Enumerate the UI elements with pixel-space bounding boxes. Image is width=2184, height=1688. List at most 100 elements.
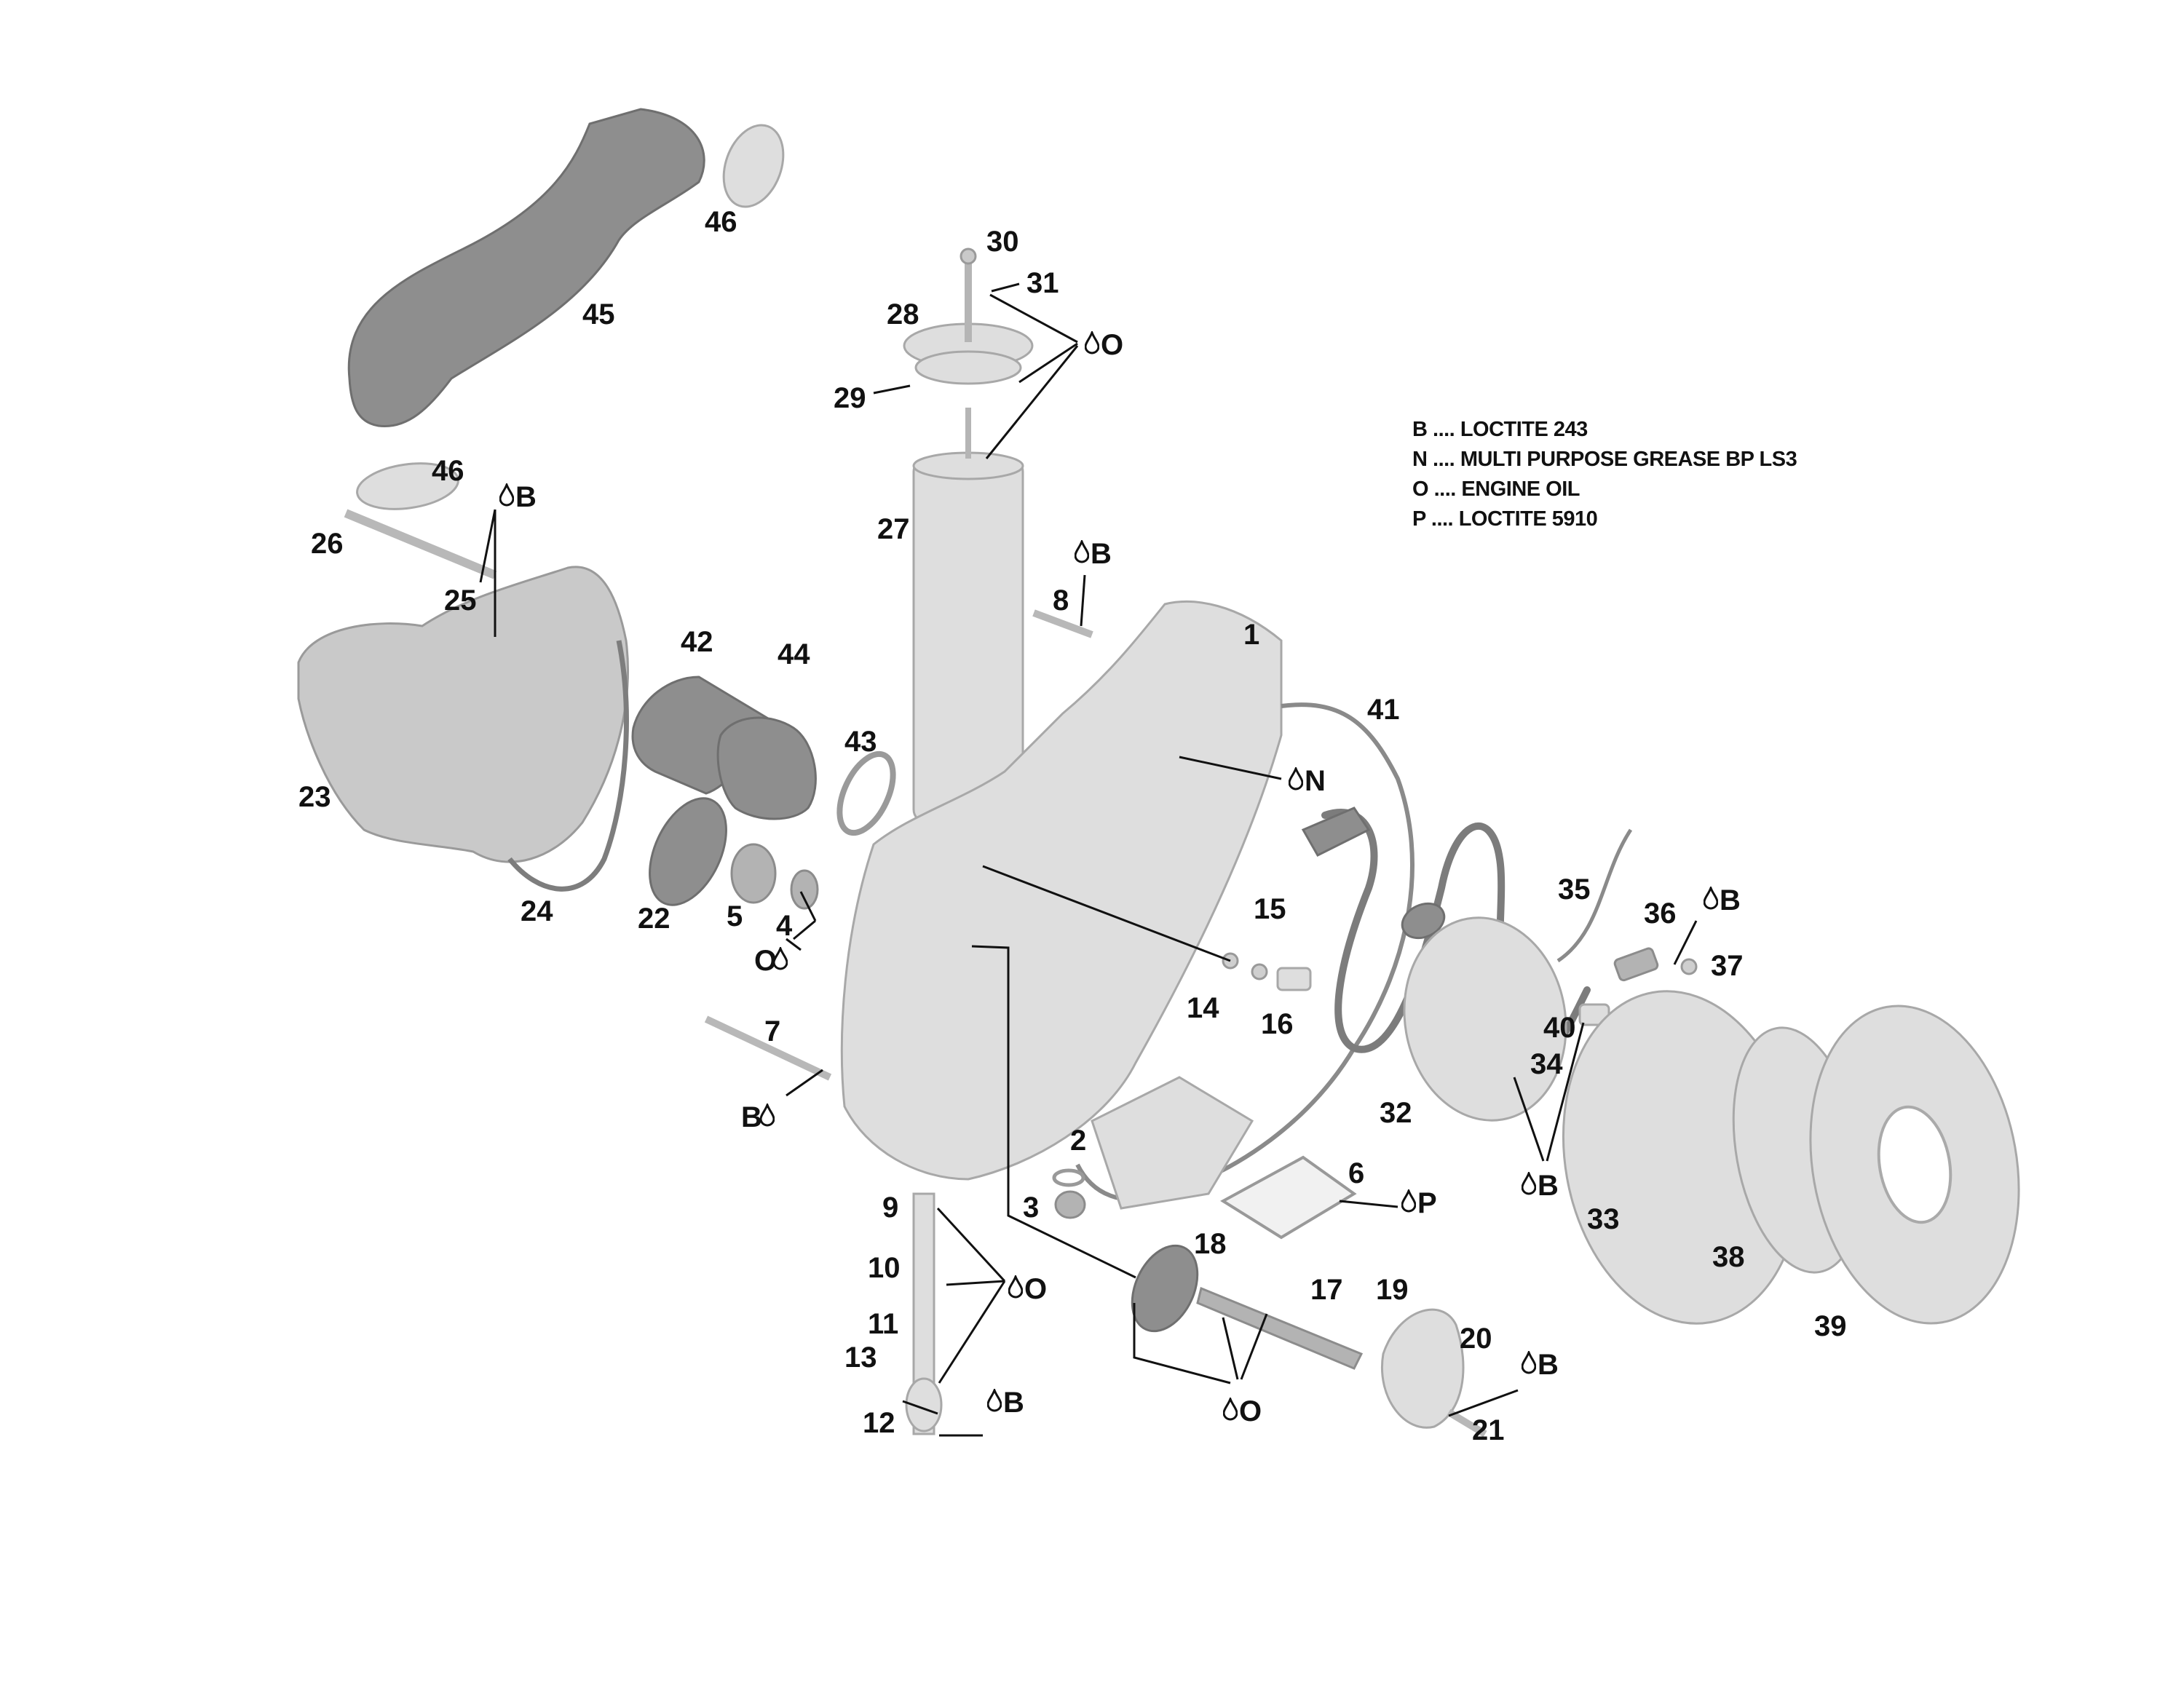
gasket-6-part [1220,1155,1357,1240]
tag-b-25: B [515,481,537,513]
legend-separator: .... [1433,418,1455,441]
callout-25: 25 [444,585,477,617]
callout-39: 39 [1814,1310,1847,1342]
legend-row-b: B .... LOCTITE 243 [1412,415,1797,445]
drop-icon [1289,767,1303,790]
callout-15: 15 [1254,893,1286,925]
intake-hose-part [347,108,705,428]
legend-row-n: N .... MULTI PURPOSE GREASE BP LS3 [1412,445,1797,475]
drop-icon [1522,1351,1536,1374]
gasket-24-part [507,640,629,892]
callout-8: 8 [1053,585,1069,617]
callout-18: 18 [1194,1228,1227,1260]
callout-1: 1 [1243,619,1259,651]
tag-o-10: O [1024,1273,1047,1305]
bolt-26-part [344,509,497,579]
callout-20: 20 [1460,1323,1492,1355]
drop-icon [1075,540,1089,563]
tag-b-12: B [1003,1387,1024,1419]
o-ring-2-part [1052,1168,1085,1187]
tag-b-37: B [1720,884,1741,916]
callout-numbers: 1 2 3 4 5 6 7 8 9 10 11 12 13 14 15 16 1… [298,206,1847,1446]
tag-b-7: B [741,1101,762,1133]
legend-text: LOCTITE 243 [1460,418,1588,441]
shaft-17-part [1196,1286,1364,1370]
callout-37: 37 [1711,950,1744,982]
callout-32: 32 [1380,1097,1412,1129]
oil-filter-housing-part [912,457,1024,824]
filter-cover-29-part [914,350,1022,385]
callout-28: 28 [887,298,919,330]
legend-code: B [1412,418,1428,441]
callout-38: 38 [1712,1241,1745,1273]
bearing-5-part [730,843,777,904]
ring-gear-hub-part [1877,1105,1952,1224]
callout-43: 43 [844,726,877,758]
bolt-21-part [1447,1408,1487,1438]
washer-15-part [1251,963,1268,980]
callout-19: 19 [1376,1274,1409,1306]
legend-code: P [1412,507,1426,531]
legend-code: N [1412,448,1428,471]
callout-5: 5 [727,900,743,932]
gear-18-part [1131,1244,1199,1333]
tag-b-34: B [1538,1170,1559,1202]
sensor-16-part [1276,967,1312,991]
callout-21: 21 [1472,1414,1505,1446]
bolt-7-part [704,1015,832,1081]
legend-code: O [1412,478,1429,501]
connector-part [1301,807,1371,857]
sensor-36-part [1613,947,1659,982]
drop-icon [1522,1172,1536,1195]
water-pump-housing-part [297,566,629,863]
drop-icon [1008,1275,1023,1299]
clamp-top-part [722,124,785,208]
tag-o-31: O [1101,329,1123,361]
lubricant-legend: B .... LOCTITE 243 N .... MULTI PURPOSE … [1412,415,1797,534]
callout-30: 30 [986,226,1019,258]
callout-16: 16 [1261,1008,1294,1040]
sensor-wire-35-part [1556,828,1633,963]
callout-6: 6 [1348,1157,1364,1189]
callout-35: 35 [1558,873,1591,906]
tag-o-17: O [1239,1395,1262,1427]
callout-46-top: 46 [705,206,737,238]
o-ring-43-part [836,750,896,836]
callout-23: 23 [298,781,331,813]
legend-text: MULTI PURPOSE GREASE BP LS3 [1460,448,1797,471]
stator-cover-plate-part [1091,1076,1254,1210]
callout-14: 14 [1187,992,1219,1024]
tag-n-41: N [1305,765,1326,797]
callout-7: 7 [764,1015,780,1047]
bolt-8-part [1032,609,1093,638]
tag-o-4: O [754,945,777,977]
callout-42: 42 [681,626,713,658]
callout-9: 9 [882,1192,898,1224]
legend-text: LOCTITE 5910 [1458,507,1598,531]
callout-10: 10 [868,1252,901,1284]
stator-part [1403,916,1567,1122]
callout-17: 17 [1310,1274,1343,1306]
callout-33: 33 [1587,1203,1620,1235]
leader-lines [479,282,1698,1437]
callout-24: 24 [521,895,553,927]
legend-text: ENGINE OIL [1461,478,1580,501]
clamp-bottom-part [356,462,459,510]
tag-b-21: B [1538,1349,1559,1381]
legend-separator: .... [1431,507,1454,531]
drop-icon [1085,331,1099,354]
bolt-37-part [1680,958,1698,975]
drop-icon [1401,1189,1416,1213]
filter-bolt-head-part [960,247,977,265]
callout-44: 44 [778,638,810,670]
thermostat-part [716,716,817,820]
cover-20-part [1381,1308,1465,1429]
legend-separator: .... [1433,448,1455,471]
legend-row-o: O .... ENGINE OIL [1412,475,1797,504]
seal-4-part [790,869,819,910]
drop-icon [987,1389,1002,1412]
impeller-part [649,797,727,906]
crankcase-part [840,601,1283,1181]
parts-illustration [297,108,2020,1438]
